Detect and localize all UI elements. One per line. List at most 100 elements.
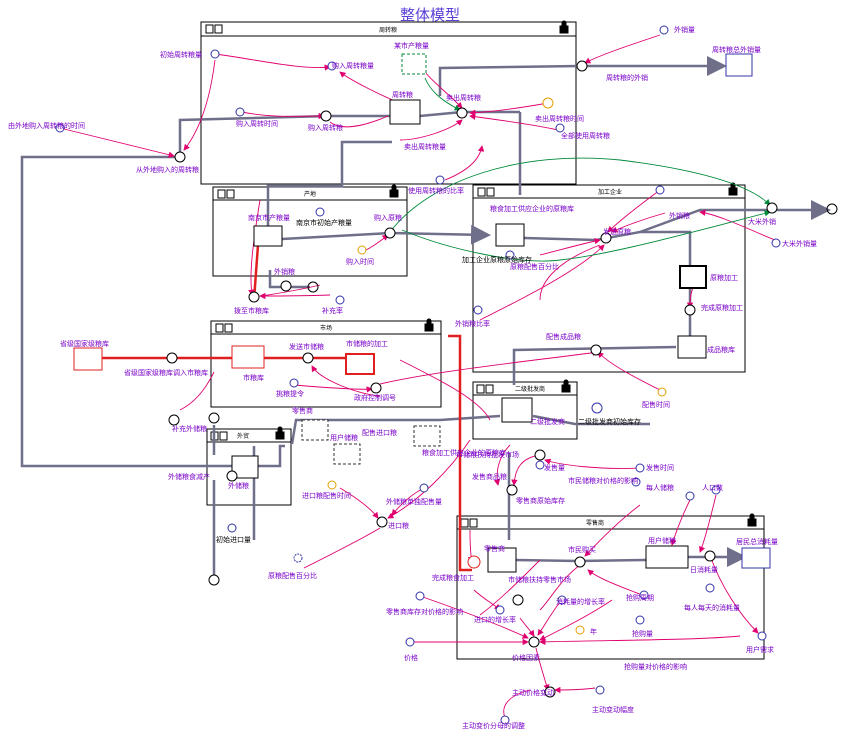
- label: 卖出周转粮量: [404, 142, 446, 151]
- valve-wancheng-liang: [467, 555, 481, 569]
- label: 零售商: [484, 544, 505, 553]
- sector-chandi[interactable]: 产地: [212, 184, 408, 277]
- label: 市粮库: [243, 373, 264, 382]
- cloud-icon: [826, 203, 838, 215]
- label: 零售商原始库存: [516, 496, 565, 505]
- lock-icon: [561, 379, 571, 393]
- label: 外销粮: [274, 267, 295, 276]
- label: 外销粮: [669, 211, 690, 220]
- stock-lingshou: [487, 547, 517, 573]
- label: 市民购买: [568, 545, 596, 554]
- label: 进口粮配售时间: [302, 491, 351, 500]
- label: 外销量: [674, 25, 695, 34]
- cloud-icons: [168, 203, 838, 606]
- label: 用户储粮: [648, 536, 676, 545]
- aux-xiaohao-zengzhang: [557, 595, 567, 605]
- label: 原粮配售百分比: [268, 571, 317, 580]
- stock-lingshou-ren: [301, 419, 329, 441]
- label: 市储粮的加工: [346, 339, 388, 348]
- label: 成品粮库: [707, 345, 735, 354]
- sector-shichang[interactable]: 市场: [210, 318, 442, 408]
- label: 消耗量的增长率: [556, 597, 605, 606]
- aux-tiaoliang: [289, 378, 299, 388]
- label: 卖出周转粮: [446, 93, 481, 102]
- label: 南京市初始产粮量: [296, 218, 352, 227]
- valve-maichu: [456, 107, 468, 119]
- stock-erji: [501, 397, 533, 423]
- label: 南京市产粮量: [248, 213, 290, 222]
- sector-lingshou[interactable]: 零售商: [456, 513, 765, 660]
- aux-jinkou-zengzhang: [495, 605, 505, 615]
- green-connectors: [389, 77, 771, 262]
- label: 政府控制调号: [354, 393, 396, 402]
- sector-label: 加工企业: [598, 188, 622, 196]
- label: 零售商: [292, 406, 313, 415]
- label: 居民总消耗量: [736, 537, 778, 546]
- cloud-icon: [512, 594, 524, 606]
- aux-waixiaoliang: [659, 25, 669, 35]
- aux-quanbu: [555, 123, 565, 133]
- aux-yonghu-xuqiu: [757, 631, 767, 641]
- aux-chushi-jinkou: [227, 523, 237, 533]
- aux-fashouliang: [535, 460, 545, 470]
- label: 购入周转粮: [308, 123, 343, 132]
- label: 初始进口量: [216, 535, 251, 544]
- label: 原粮配售百分比: [510, 262, 559, 271]
- label: 购入时间: [346, 257, 374, 266]
- label: 大米外销量: [782, 239, 817, 248]
- auxiliaries[interactable]: [55, 25, 781, 725]
- label: 卖出周转粮时间: [535, 114, 584, 123]
- valves[interactable]: [166, 60, 778, 698]
- aux-yuanliang-peishou2: [293, 553, 303, 563]
- label: 购入周转粮量: [332, 61, 374, 70]
- stock-nanjing: [253, 225, 283, 247]
- label: 由外地购入周转粮的时间: [8, 121, 85, 130]
- valve-jinkou: [376, 516, 388, 528]
- label: 挑粮提令: [276, 389, 304, 398]
- stocks[interactable]: [73, 53, 771, 573]
- sector-zhouzhuan[interactable]: 周转粮: [200, 20, 577, 185]
- stock-waimao: [231, 455, 259, 479]
- stock-zhouzhuan: [389, 99, 421, 125]
- lock-icon: [747, 513, 757, 527]
- stock-yonghu: [645, 545, 689, 569]
- label: 市储粮扶持零售市场: [508, 575, 571, 584]
- label: 进口粮: [388, 521, 409, 530]
- label: 每人每天的消耗量: [684, 603, 740, 612]
- label: 人口数: [702, 483, 723, 492]
- label: 外储粮单独配售量: [386, 497, 442, 506]
- stock-yonghu-chuliang: [333, 443, 361, 465]
- lock-icon: [389, 184, 399, 198]
- cloud-icon: [168, 414, 180, 426]
- lock-icon: [424, 318, 434, 332]
- valve-fashou-chengpin: [506, 484, 518, 496]
- sector-jiagong[interactable]: 加工企业: [472, 182, 746, 373]
- valve-fasong-shiliang: [302, 352, 314, 364]
- label: 某市产粮量: [394, 41, 429, 50]
- label: 抢购量对价格的影响: [624, 662, 687, 671]
- stock-yuanliang-jiagong: [679, 265, 707, 289]
- stock-jiagong: [495, 223, 525, 247]
- aux-qianggou-zhouqi: [639, 590, 649, 600]
- label: 抢购量: [632, 629, 653, 638]
- label: 购入原粮: [374, 213, 402, 222]
- aux-shiyong-bili: [435, 175, 445, 185]
- label: 全部使用周转粮: [561, 131, 610, 140]
- label: 购入周转时间: [236, 119, 278, 128]
- sector-label: 零售商: [586, 519, 604, 527]
- label: 年: [590, 627, 597, 636]
- label: 完成粮食加工: [432, 573, 474, 582]
- sector-erji[interactable]: 二级批发商: [472, 379, 578, 440]
- label: 主动变动幅度: [592, 705, 634, 714]
- valve-zhengfu: [370, 382, 382, 394]
- label: 每人储粮: [646, 483, 674, 492]
- label: 大米外销: [748, 217, 776, 226]
- valve-peishou: [590, 344, 602, 356]
- label: 完成原粮加工: [701, 303, 743, 312]
- aux-nanjing-chushi: [315, 207, 325, 217]
- label: 配售成品粮: [546, 332, 581, 341]
- label: 粮食加工供应企业的原粮库: [490, 204, 574, 213]
- sector-label: 二级批发商: [515, 385, 545, 393]
- aux-jinkou-time: [327, 480, 337, 490]
